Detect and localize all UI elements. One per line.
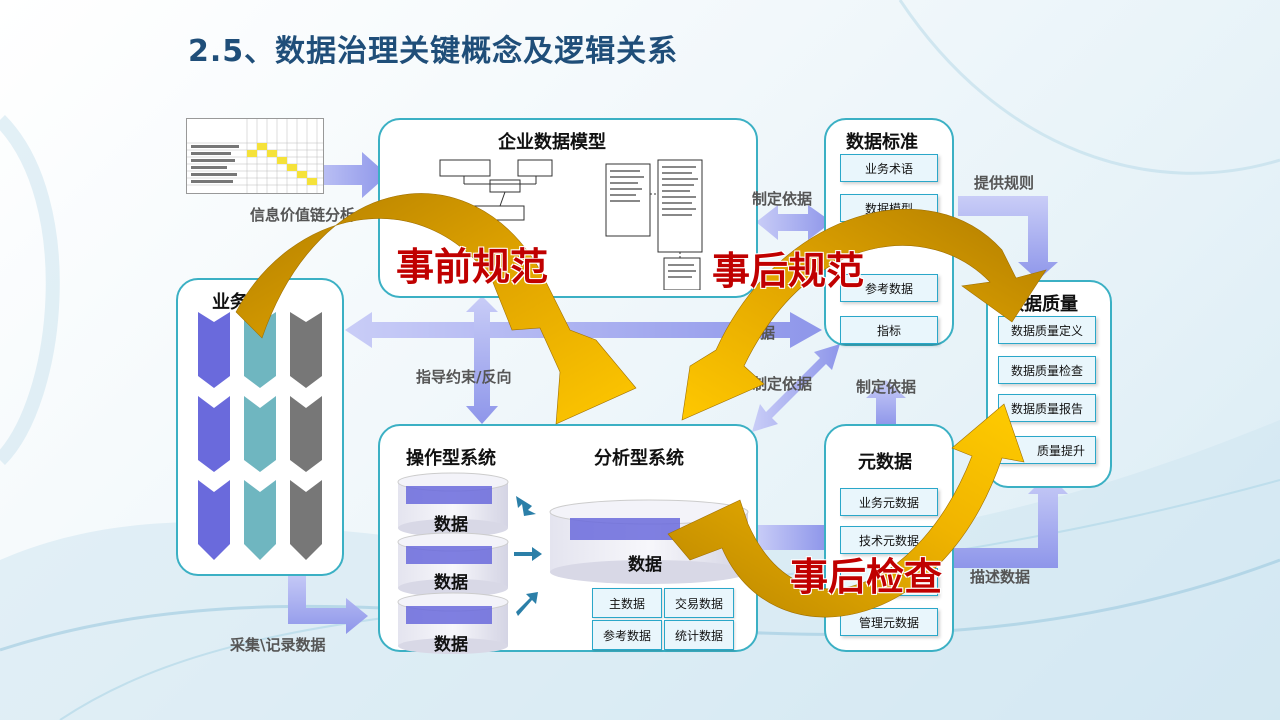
label-value-chain: 信息价值链分析: [250, 206, 356, 224]
label-basis-1: 制定依据: [752, 190, 813, 208]
db-cylinder-1: [397, 472, 509, 537]
arrow-systems-metadata: [756, 525, 826, 550]
panel-business: 业务: [176, 278, 344, 576]
value-chain-table-image: [186, 118, 324, 194]
db-label-3: 数据: [434, 635, 468, 655]
db-label-2: 数据: [434, 573, 468, 593]
arrow-metadata-standard: [866, 380, 906, 426]
arrow-describe-data: [952, 474, 1068, 568]
arrow-value-chain: [300, 152, 388, 198]
arrow-collect-data: [288, 570, 368, 634]
cell-master-data[interactable]: 主数据: [592, 588, 662, 618]
db-label-1: 数据: [434, 515, 468, 535]
panel-title: 数据标准: [846, 132, 918, 153]
arrow-model-systems: [466, 296, 498, 424]
label-collect-data: 采集\记录数据: [230, 636, 326, 654]
label-guide: 指导约束/反向: [416, 368, 512, 386]
db-cylinder-3: [397, 592, 509, 654]
gold-arrow-post: [681, 208, 1047, 421]
arrow-provide-rules: [958, 196, 1058, 280]
label-provide-rules: 提供规则: [974, 174, 1035, 192]
gold-arrow-check: [667, 403, 1025, 618]
panel-systems: 操作型系统 分析型系统: [378, 424, 758, 655]
label-basis-2: 制定依据: [752, 375, 813, 393]
standard-item-indicator[interactable]: 指标: [840, 316, 938, 344]
overlay-label-post: 事后规范: [712, 249, 865, 293]
business-chevrons: [198, 312, 322, 560]
db-cylinder-analytic: [549, 499, 749, 584]
cell-reference-data[interactable]: 参考数据: [592, 620, 662, 650]
arrow-model-standard: [756, 205, 832, 240]
standard-item-reference-data[interactable]: 参考数据: [840, 274, 938, 302]
label-describe-data: 描述数据: [970, 568, 1031, 586]
operational-title: 操作型系统: [406, 448, 496, 469]
arrow-business-standard: [345, 312, 822, 348]
quality-item-check[interactable]: 数据质量检查: [998, 356, 1096, 384]
quality-item-report[interactable]: 数据质量报告: [998, 394, 1096, 422]
cell-transaction-data[interactable]: 交易数据: [664, 588, 734, 618]
page-title: 2.5、数据治理关键概念及逻辑关系: [188, 34, 679, 69]
gold-arrow-pre: [235, 193, 637, 425]
label-basis-3: 制定依据: [856, 378, 917, 396]
panel-title: 企业数据模型: [498, 132, 606, 153]
databases-graphic: [397, 472, 749, 654]
analytical-title: 分析型系统: [594, 448, 684, 469]
metadata-item-business[interactable]: 业务元数据: [840, 488, 938, 516]
quality-item-definition[interactable]: 数据质量定义: [998, 316, 1096, 344]
metadata-item-management[interactable]: 管理元数据: [840, 608, 938, 636]
db-label-analytic: 数据: [628, 555, 662, 575]
overlay-label-pre: 事前规范: [396, 245, 549, 289]
standard-item-business-term[interactable]: 业务术语: [840, 154, 938, 182]
arrow-systems-standard: [752, 344, 840, 432]
panel-title: 元数据: [858, 452, 912, 473]
overlay-label-check: 事后检查: [790, 555, 943, 599]
db-cylinder-2: [397, 532, 509, 597]
cell-statistic-data[interactable]: 统计数据: [664, 620, 734, 650]
